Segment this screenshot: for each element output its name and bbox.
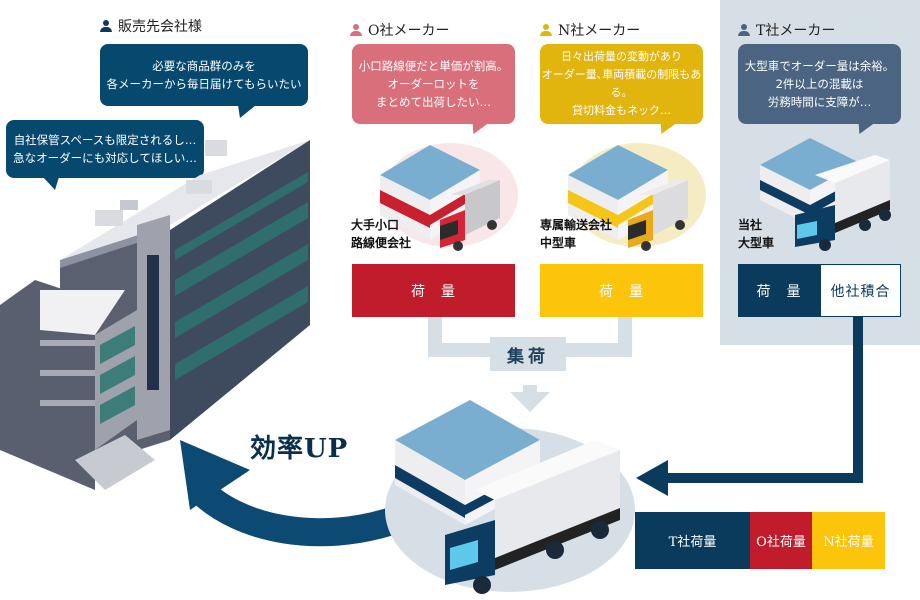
o-warehouse-truck-illustration [380,143,518,251]
person-icon [350,24,362,36]
t-carrier-caption: 当社 大型車 [738,216,774,252]
combined-o-load: O社荷量 [750,512,812,569]
customer-header: 販売先会社様 [100,16,202,36]
t-maker-title: T社メーカー [756,23,836,39]
curved-arrow-icon [180,440,250,510]
person-icon [540,24,552,36]
t-maker-header: T社メーカー [738,20,835,40]
caption-line: 当社 [738,218,763,232]
combined-t-load: T社荷量 [635,512,750,569]
bubble-line: 日々出荷量の変動があり [561,50,682,63]
n-volume-box: 荷 量 [540,264,703,317]
t-warehouse-truck-illustration [760,138,891,251]
caption-line: 大手小口 [351,218,400,232]
n-maker-bubble: 日々出荷量の変動があり オーダー量､車両積載の制限もある。 貸切料金もネック… [540,44,703,134]
office-building-illustration [0,140,310,490]
bubble-line: まとめて出荷したい… [376,95,491,109]
bubble-line: 労務時間に支障が… [767,95,872,109]
efficiency-up-label: 効率UP [250,434,349,464]
o-carrier-caption: 大手小口 路線便会社 [351,216,411,252]
t-other-load-box: 他社積合 [820,264,901,317]
n-maker-title: N社メーカー [558,23,641,39]
o-maker-bubble: 小口路線便だと単価が割高。 オーダーロットを まとめて出荷したい… [352,44,515,134]
customer-bubble-top: 必要な商品群のみを 各メーカーから毎日届けてもらいたい [100,44,308,118]
bubble-line: 2件以上の混載は [775,77,864,91]
n-warehouse-truck-illustration [568,143,706,251]
n-carrier-caption: 専属輸送会社 中型車 [540,216,612,252]
collection-label: 集荷 [490,337,566,371]
bubble-line: 貸切料金もネック… [572,104,671,117]
bubble-line: 小口路線便だと単価が割高。 [358,59,509,73]
person-icon [100,20,112,32]
left-arrow-icon [636,460,668,496]
combined-n-load: N社荷量 [812,512,885,569]
bubble-line: オーダー量､車両積載の制限もある。 [541,68,702,99]
t-maker-bubble: 大型車でオーダー量は余裕。 2件以上の混載は 労務時間に支障が… [738,44,901,134]
bubble-line: 自社保管スペースも限定されるし… [13,133,197,147]
caption-line: 路線便会社 [351,236,412,250]
bubble-line: 大型車でオーダー量は余裕。 [744,59,895,73]
caption-line: 専属輸送会社 [540,218,613,232]
down-arrow-icon [510,392,550,412]
bubble-line: オーダーロットを [387,77,480,91]
o-volume-box: 荷 量 [352,264,515,317]
customer-bubble-left: 自社保管スペースも限定されるし… 急なオーダーにも対応してほしい… [6,120,204,190]
bubble-line: 各メーカーから毎日届けてもらいたい [106,77,302,91]
n-maker-header: N社メーカー [540,20,640,40]
combined-load-bar: T社荷量 O社荷量 N社荷量 [635,512,885,569]
o-maker-title: O社メーカー [368,23,450,39]
central-warehouse-truck-illustration [385,400,635,594]
caption-line: 大型車 [738,236,775,250]
t-volume-box: 荷 量 [738,264,820,317]
caption-line: 中型車 [540,236,577,250]
bubble-line: 必要な商品群のみを [152,59,256,73]
person-icon [738,24,750,36]
bubble-line: 急なオーダーにも対応してほしい… [13,151,197,165]
customer-title: 販売先会社様 [118,19,202,35]
o-maker-header: O社メーカー [350,20,449,40]
